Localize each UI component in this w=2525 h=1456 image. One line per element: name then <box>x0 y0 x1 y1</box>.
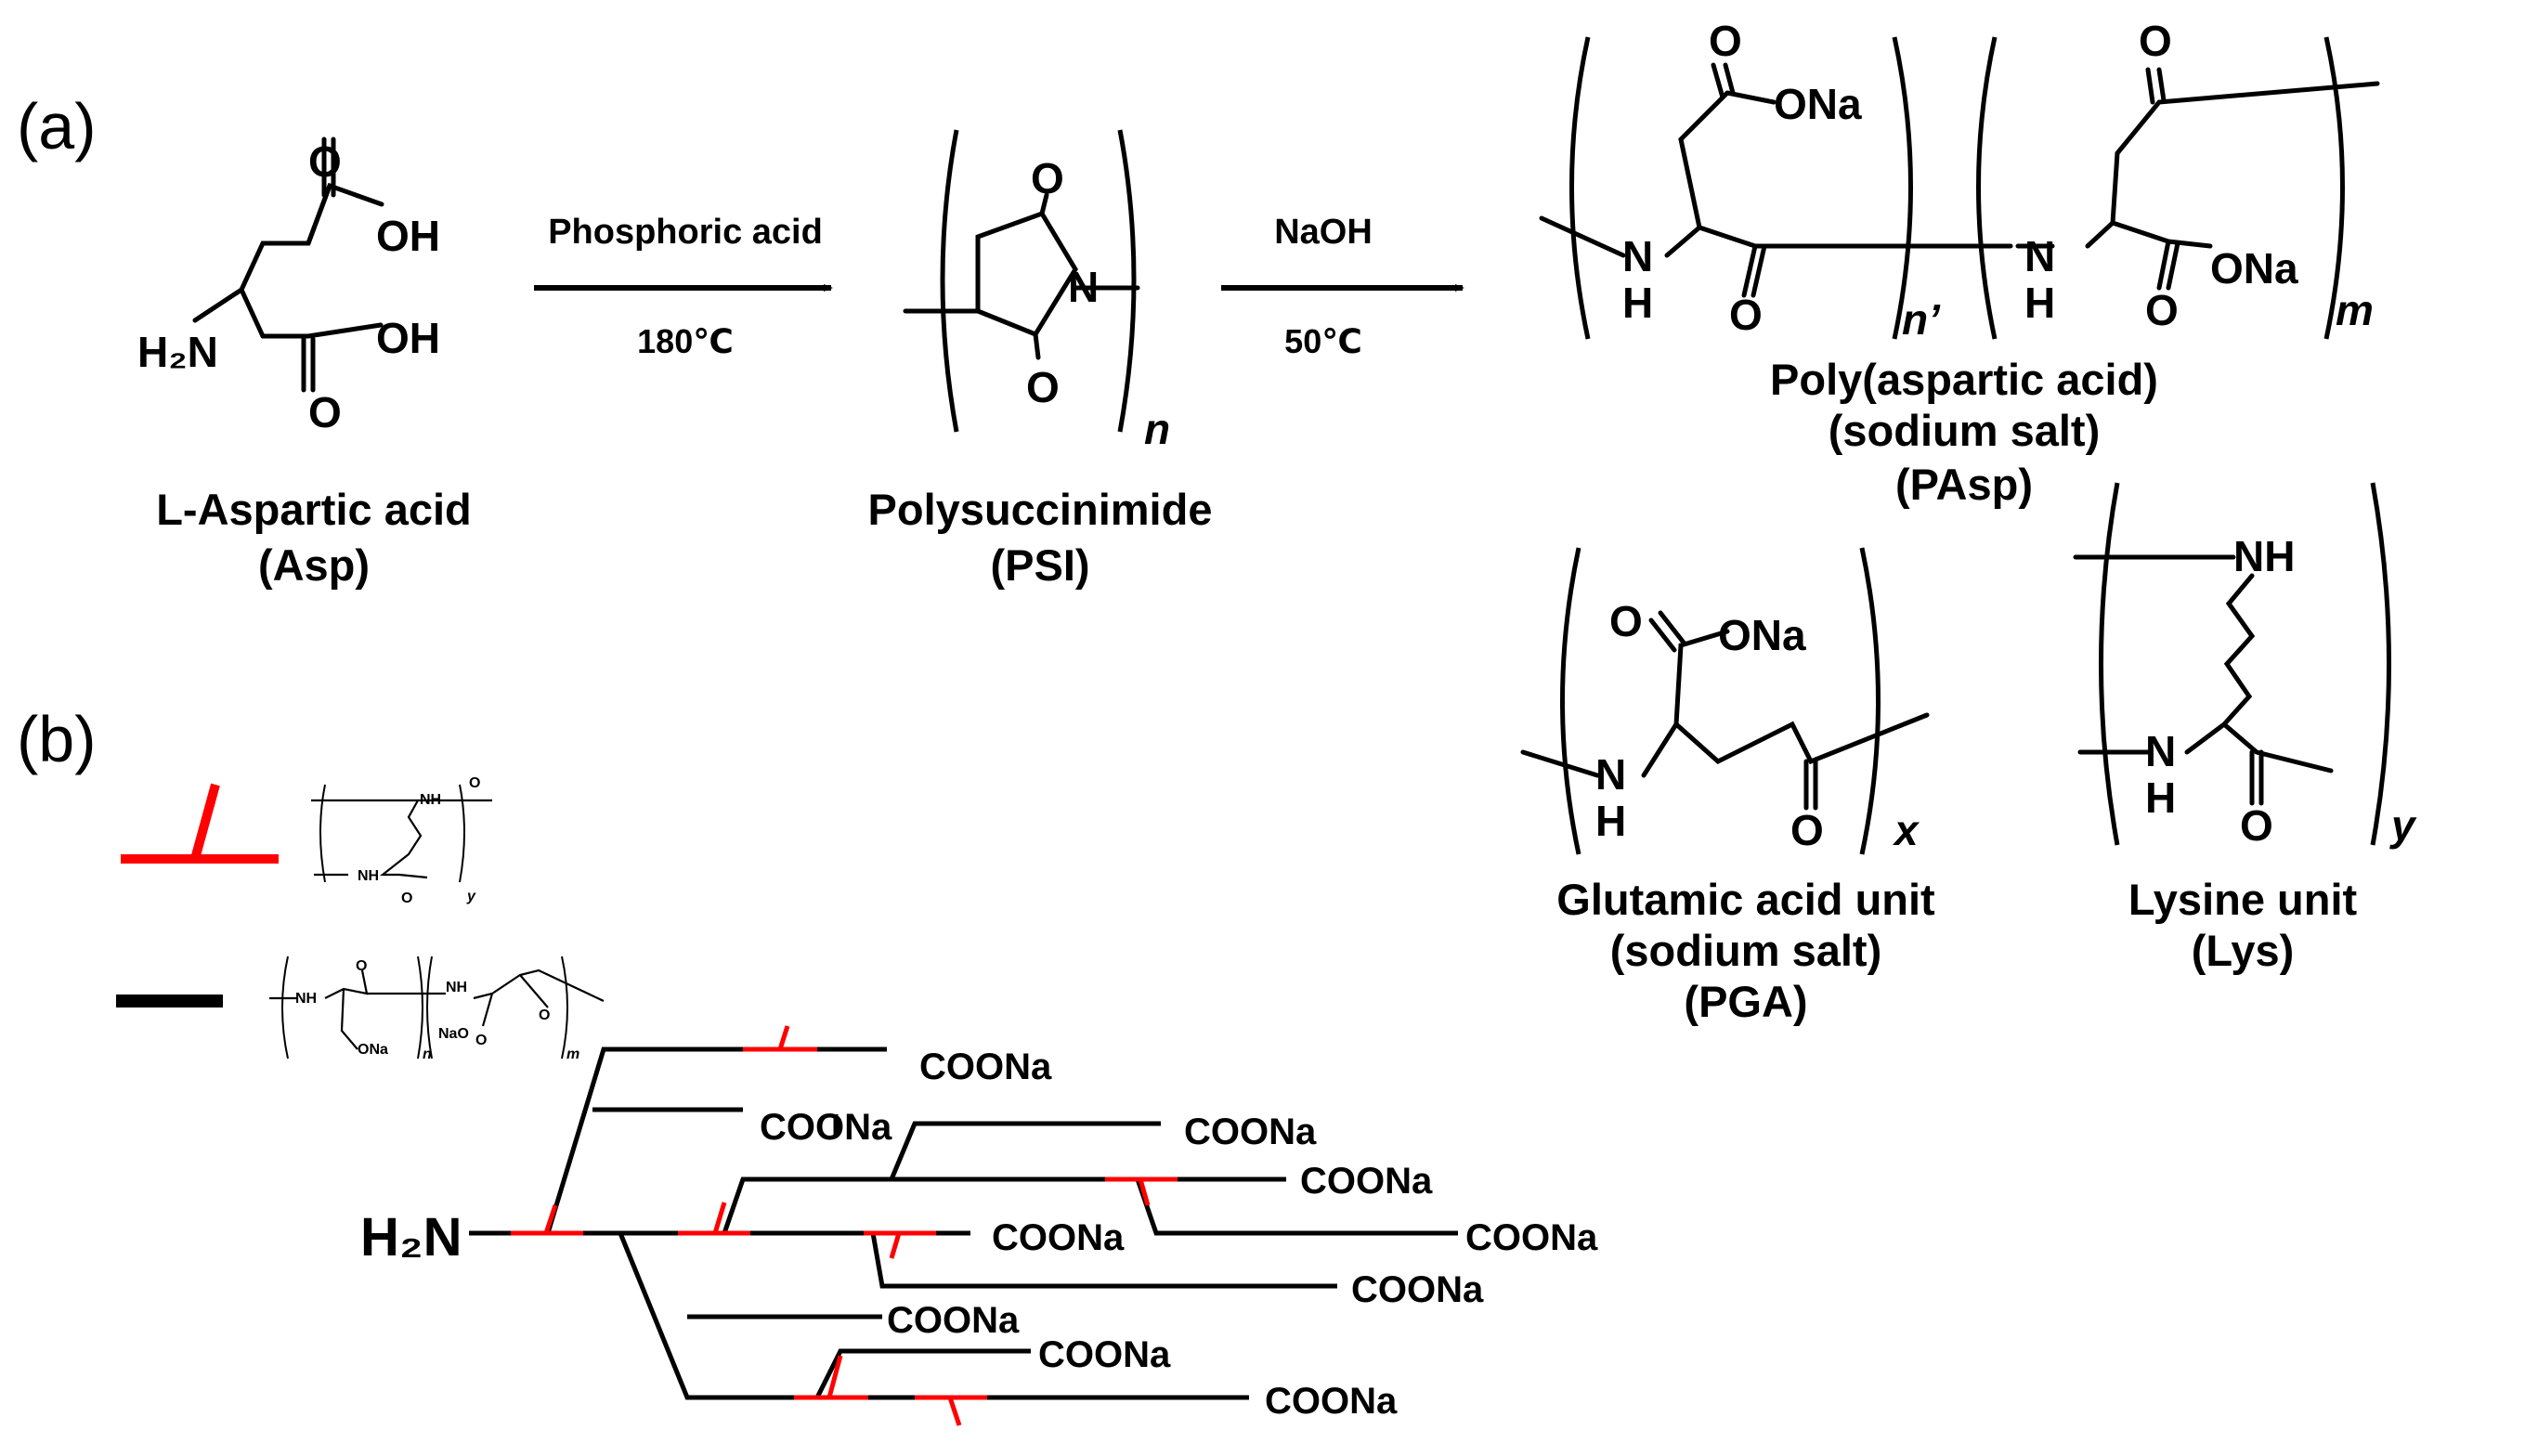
tree-root-h2n: H₂N <box>360 1207 462 1268</box>
lysine-segment <box>794 1355 868 1400</box>
terminal-coona: COONa <box>1265 1381 1398 1422</box>
lysine-segment <box>678 1202 750 1236</box>
lys-subscript: y <box>2389 801 2417 850</box>
lysine-segment <box>743 1025 817 1052</box>
pasp-subscript-1: n’ <box>1902 295 1941 344</box>
terminal-coona: COONa <box>1465 1217 1598 1258</box>
legend-pasp-structure: NH O ONa NH NaO O O n m <box>269 956 605 1062</box>
pasp-ona1: ONa <box>1774 80 1862 128</box>
pasp-o3: O <box>2139 17 2172 65</box>
psi-subscript: n <box>1144 405 1170 453</box>
step1-reagent: Phosphoric acid <box>548 213 823 252</box>
step1-condition: 180℃ <box>637 322 734 360</box>
pasp-nh2-h: H <box>2024 279 2055 327</box>
pasp-structure: O ONa N H O O N H O ONa n’ m <box>1539 17 2380 344</box>
pasp-o1: O <box>1709 17 1742 65</box>
panel-b-label: (b) <box>17 703 97 775</box>
psi-name: Polysuccinimide <box>868 485 1213 534</box>
step2-condition: 50℃ <box>1284 322 1362 360</box>
asp-name: L-Aspartic acid <box>156 485 472 534</box>
pasp-o4: O <box>2145 286 2179 334</box>
lysine-segment <box>864 1230 936 1259</box>
lys-nh-top: NH <box>2233 532 2295 580</box>
legend-pasp-nh2: NH <box>446 980 467 995</box>
pga-h: H <box>1595 797 1626 845</box>
pasp-nh1-h: H <box>1622 279 1653 327</box>
terminal-coona: COONa <box>760 1107 892 1148</box>
legend-pasp-nh1: NH <box>295 991 317 1007</box>
legend-pasp: NH O ONa NH NaO O O n m <box>116 956 605 1062</box>
pga-abbr: (PGA) <box>1684 977 1807 1026</box>
pasp-ona2: ONa <box>2210 244 2298 292</box>
asp-oh-bottom: OH <box>376 314 440 362</box>
pasp-nh1-n: N <box>1622 232 1653 280</box>
legend-pasp-subscript-1: n <box>423 1046 432 1062</box>
legend-lys-o2: O <box>401 890 412 906</box>
legend-lysine-structure: NH O NH O y <box>311 775 492 906</box>
pga-name-line2: (sodium salt) <box>1610 926 1881 975</box>
asp-o-bottom: O <box>308 388 342 436</box>
terminal-coona: COONa <box>1184 1112 1317 1152</box>
asp-h2n: H₂N <box>137 328 218 376</box>
lys-name: Lysine unit <box>2128 875 2358 924</box>
pga-n: N <box>1595 750 1626 799</box>
psi-n: N <box>1068 263 1099 311</box>
lys-structure: NH N H O y <box>2073 482 2417 850</box>
legend-lysine-symbol <box>121 783 279 864</box>
legend-pasp-nao: NaO <box>438 1026 469 1042</box>
psi-structure: O N O n <box>903 129 1170 453</box>
legend-lys-subscript: y <box>466 889 476 904</box>
pasp-name-line2: (sodium salt) <box>1829 406 2100 455</box>
legend-lysine: NH O NH O y <box>121 775 492 906</box>
lysine-segment <box>511 1204 583 1236</box>
legend-pasp-subscript-2: m <box>566 1046 579 1062</box>
lysine-segment <box>915 1395 987 1426</box>
pga-name-line1: Glutamic acid unit <box>1556 875 1935 924</box>
step2-reagent: NaOH <box>1274 213 1373 252</box>
pasp-nh2-n: N <box>2024 232 2055 280</box>
legend-lys-o1: O <box>469 775 480 791</box>
pasp-name-line1: Poly(aspartic acid) <box>1770 355 2158 404</box>
psi-o-top: O <box>1031 154 1064 202</box>
terminal-coona: COONa <box>1300 1161 1433 1202</box>
asp-o-top: O <box>308 137 342 186</box>
pga-o2: O <box>1790 806 1824 854</box>
pga-subscript: x <box>1892 806 1920 854</box>
terminal-coona: COONa <box>919 1046 1052 1087</box>
pga-structure: O ONa N H O x <box>1520 547 1930 855</box>
graft-copolymer-tree: H₂N COONa COONa COONa COONa COONa COONa … <box>360 1025 1598 1426</box>
panel-a-label: (a) <box>17 90 97 162</box>
lysine-segment <box>1105 1176 1178 1206</box>
pasp-subscript-2: m <box>2336 286 2374 334</box>
lys-h: H <box>2145 774 2176 822</box>
lys-n: N <box>2145 727 2176 775</box>
lys-abbr: (Lys) <box>2192 926 2295 975</box>
terminal-coona: COONa <box>887 1300 1020 1341</box>
asp-abbr: (Asp) <box>258 540 370 590</box>
terminal-coona: COONa <box>992 1217 1125 1258</box>
terminal-coona: COONa <box>1038 1334 1171 1375</box>
terminal-coona: COONa <box>1351 1269 1484 1310</box>
pga-ona: ONa <box>1718 611 1806 659</box>
legend-pasp-o3: O <box>539 1008 550 1023</box>
aspartic-acid-structure: O OH H₂N OH O <box>137 136 440 436</box>
pasp-o2: O <box>1729 291 1763 339</box>
asp-oh-top: OH <box>376 212 440 260</box>
psi-o-bottom: O <box>1026 363 1060 411</box>
legend-pasp-ona1: ONa <box>358 1042 388 1058</box>
legend-lys-nh1: NH <box>420 792 441 808</box>
pga-o1: O <box>1609 597 1643 645</box>
legend-pasp-o1: O <box>356 958 367 974</box>
legend-pasp-o2: O <box>475 1033 487 1048</box>
lys-o: O <box>2240 801 2273 850</box>
psi-abbr: (PSI) <box>990 540 1089 590</box>
legend-lys-nh2: NH <box>358 868 379 884</box>
pasp-abbr: (PAsp) <box>1895 460 2033 509</box>
